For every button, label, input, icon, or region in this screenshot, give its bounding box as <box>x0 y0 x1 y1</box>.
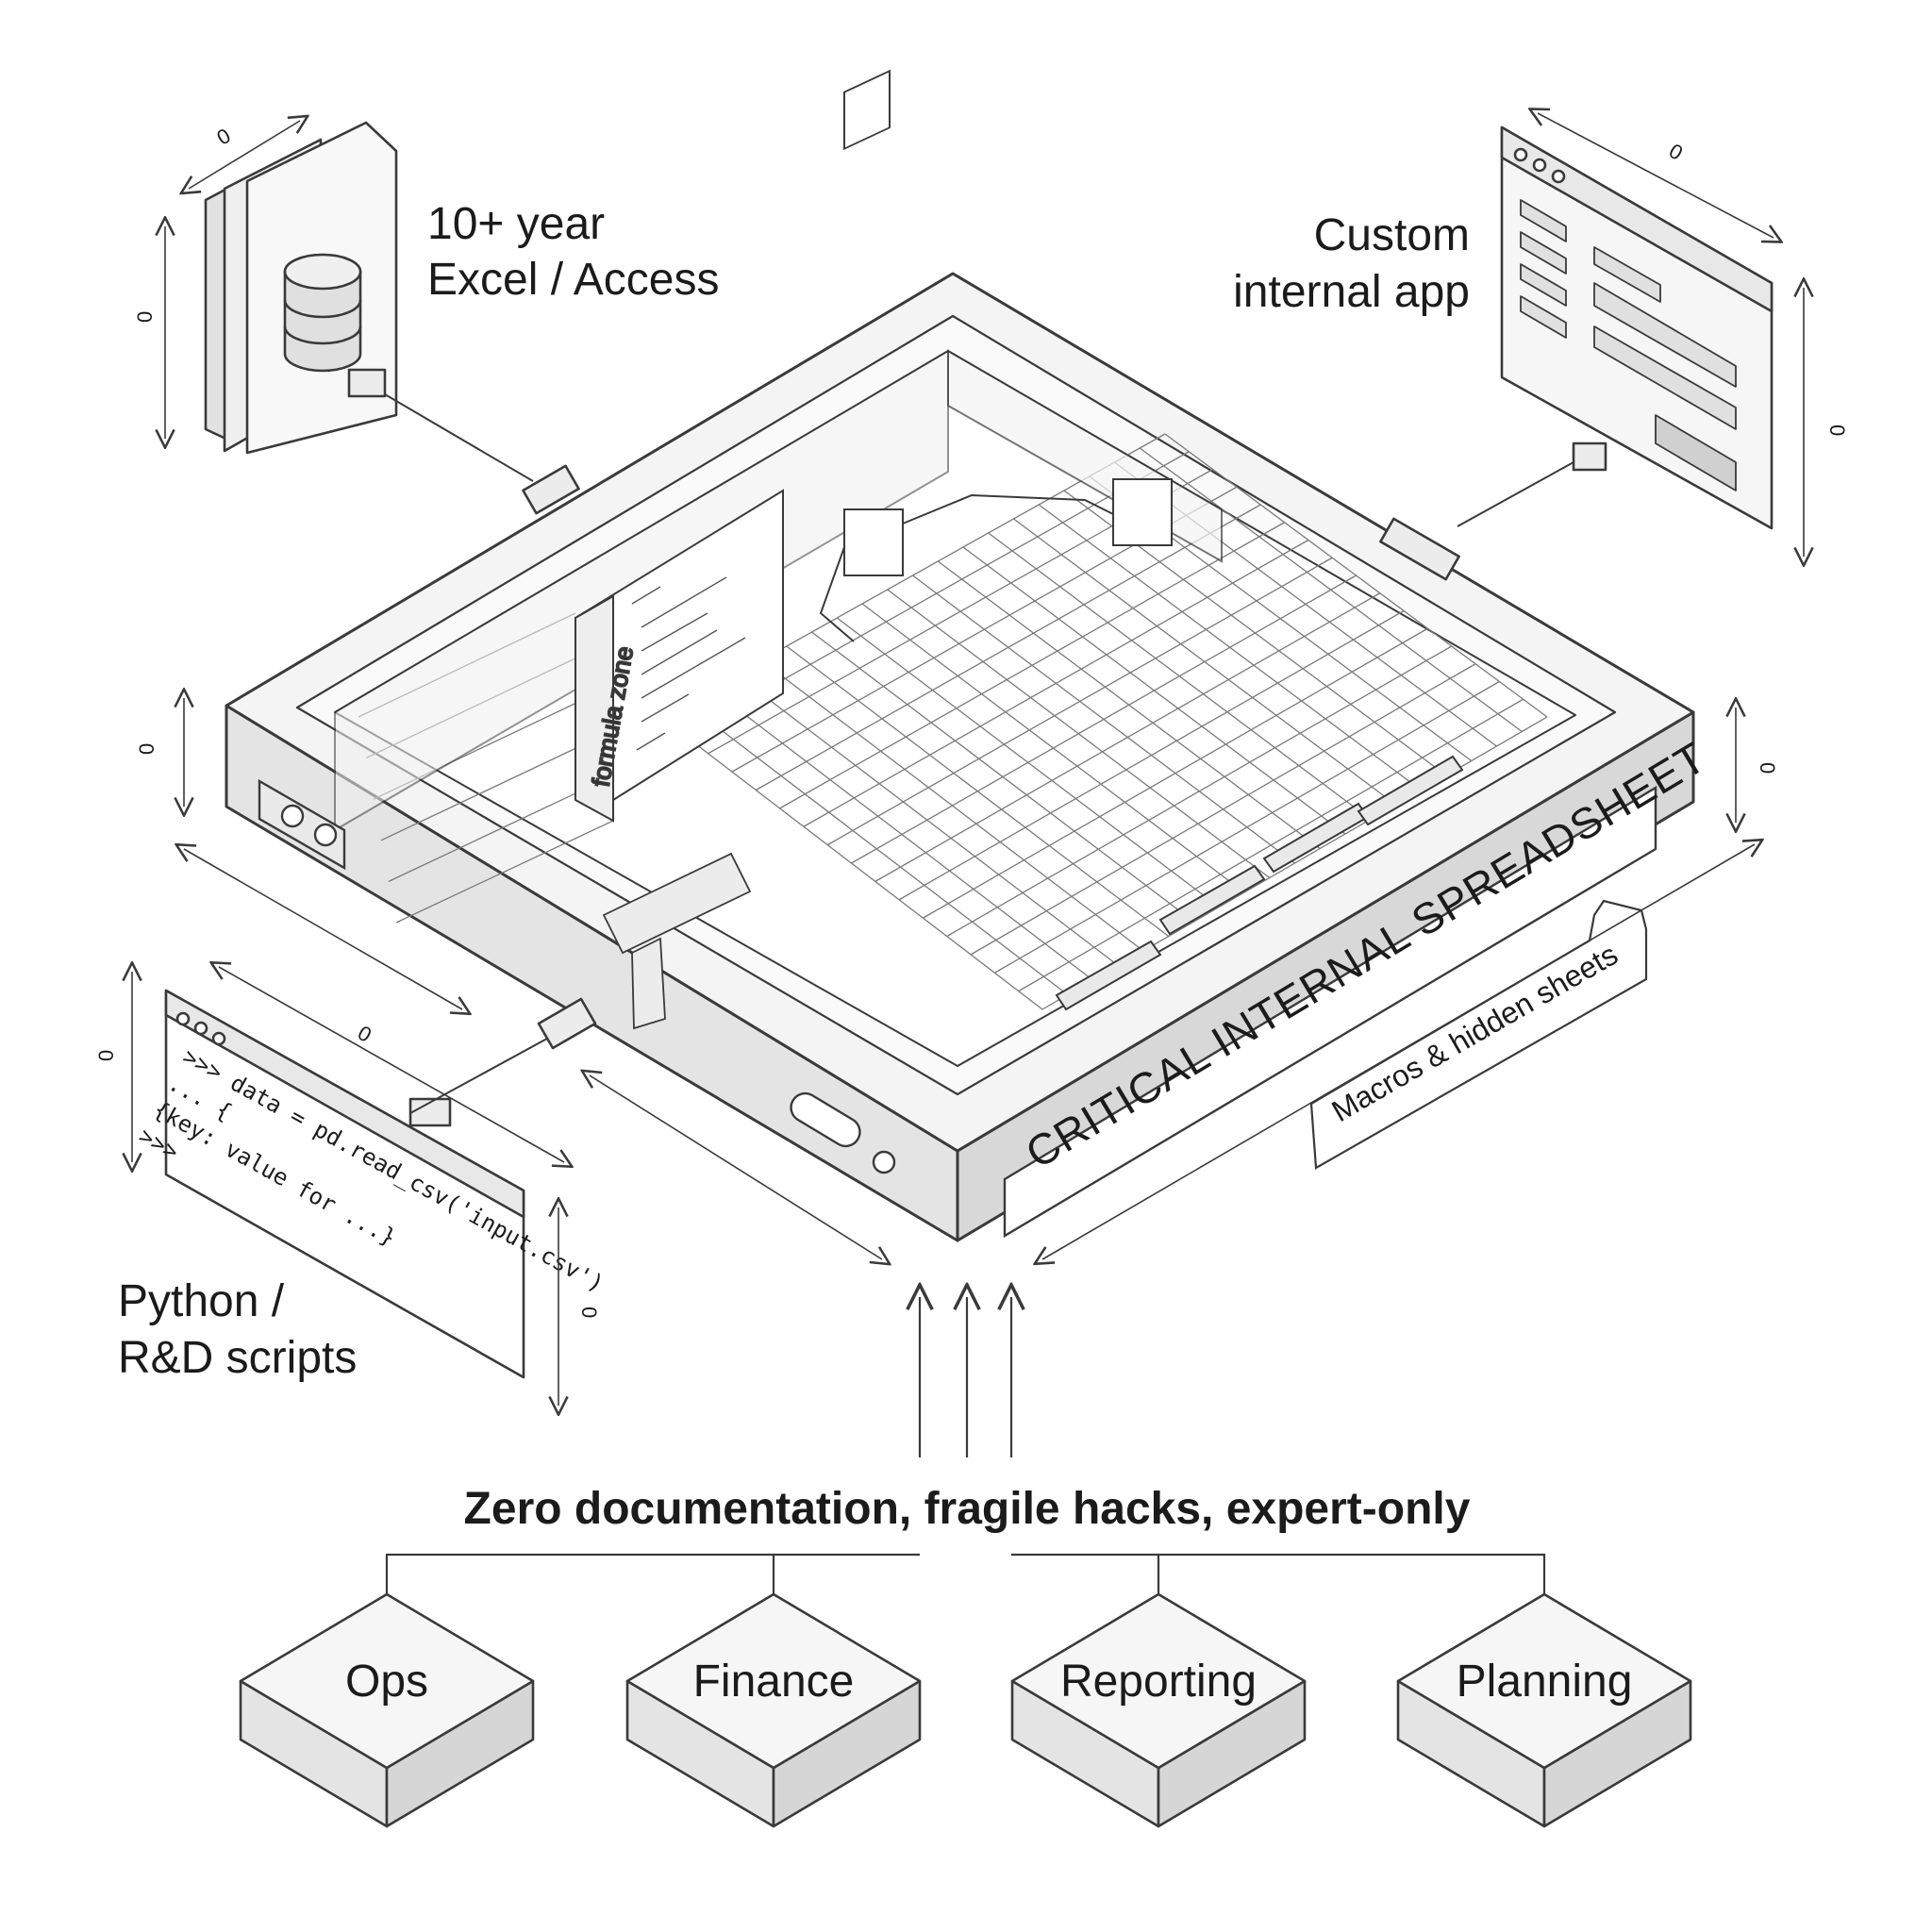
grid-column-line <box>659 716 1043 1010</box>
dimension-marker: 0 <box>1756 762 1779 774</box>
grid-column-line <box>1013 518 1396 806</box>
dimension-marker: 0 <box>354 1021 375 1047</box>
dimension-marker: 0 <box>577 1307 601 1318</box>
grid-column-line <box>1164 433 1548 718</box>
grid-column-line <box>710 688 1093 981</box>
upward-arrows <box>920 1297 1011 1457</box>
formula-zone-panel: formula zone <box>574 489 784 823</box>
grid-column-line <box>685 702 1069 996</box>
legacy-db-node <box>204 121 580 515</box>
grid-column-line <box>887 589 1271 879</box>
department-block-planning: Planning <box>1396 1592 1692 1828</box>
custom-app-label-line2: internal app <box>1233 267 1470 317</box>
department-label: Planning <box>1457 1657 1633 1707</box>
department-label: Ops <box>345 1657 428 1707</box>
grid-column-line <box>937 560 1321 850</box>
department-label: Reporting <box>1060 1657 1257 1707</box>
department-block-face <box>239 1592 535 1770</box>
grid-column-line <box>988 532 1372 821</box>
dimension-marker: 0 <box>94 1050 118 1061</box>
legacy-db-label-line2: Excel / Access <box>427 255 719 305</box>
department-block-ops: Ops <box>239 1592 535 1828</box>
dimension-marker: 0 <box>1665 139 1687 165</box>
summary-caption: Zero documentation, fragile hacks, exper… <box>464 1484 1471 1534</box>
custom-app-node <box>1379 125 1774 581</box>
python-label-line1: Python / <box>118 1276 285 1326</box>
database-icon <box>283 253 362 373</box>
department-block-face <box>1010 1592 1307 1770</box>
tape-patch <box>602 852 752 1030</box>
grid-column-line <box>912 575 1295 864</box>
grid-column-line <box>1139 447 1523 733</box>
departments: Ops Finance Reporting Planning <box>239 1592 1692 1828</box>
department-label: Finance <box>693 1657 855 1707</box>
legacy-db-label-line1: 10+ year <box>427 199 605 249</box>
dimension-marker: 0 <box>133 311 157 323</box>
grid-column-line <box>1038 504 1422 791</box>
dimension-marker: 0 <box>1825 425 1849 436</box>
custom-app-label-line1: Custom <box>1314 210 1470 260</box>
flowchart-sketch <box>819 478 1173 642</box>
department-connectors <box>385 1553 1546 1594</box>
grid-row-line <box>380 737 599 841</box>
python-label-line2: R&D scripts <box>118 1333 357 1383</box>
department-block-face <box>625 1592 922 1770</box>
department-block-finance: Finance <box>625 1592 922 1828</box>
grid-column-line <box>962 546 1346 835</box>
dimension-lines <box>132 113 1804 1406</box>
department-block-reporting: Reporting <box>1010 1592 1307 1828</box>
dimension-marker: 0 <box>213 124 235 150</box>
dimension-marker: 0 <box>135 743 158 755</box>
department-block-face <box>1396 1592 1692 1770</box>
